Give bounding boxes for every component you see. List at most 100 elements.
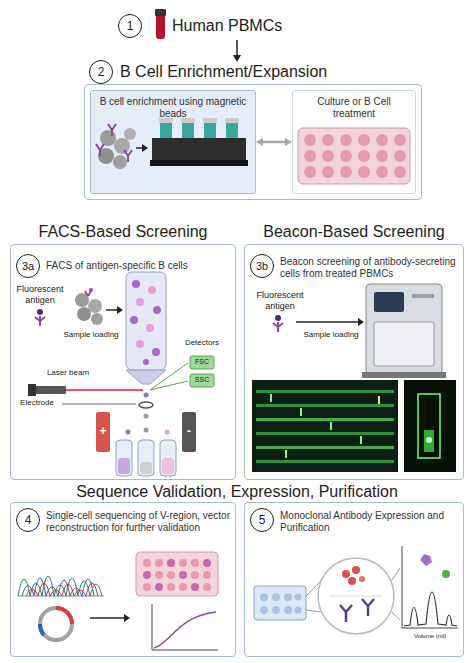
expression-plate [284,606,292,614]
zoom-lines [306,610,320,612]
optofluidic-chip-image [300,408,302,416]
step-description: Culture or B Cell treatment [297,96,411,120]
screening-panel: Beacon-Based ScreeningBeacon screening o… [244,222,464,480]
component-label: Sample loading [60,330,122,340]
screening-panel: FACS-Based ScreeningFACS of antigen-spec… [10,222,236,480]
optofluidic-chip-image [256,446,394,449]
process-box: B cell enrichment using magnetic beads [90,90,256,194]
validation-plate [191,559,199,567]
well-plate [304,166,316,178]
beacon-instrument [362,284,446,378]
optofluidic-chip-image [330,422,332,430]
sample-cells [91,313,103,325]
expression-plate [272,606,280,614]
flow-cell-column [136,340,144,348]
collection-tubes [162,458,174,474]
expression-plate [295,594,302,601]
expression-plate [260,593,268,601]
axis-label: Volume (ml) [400,633,460,640]
step-description: FACS of antigen-specific B cells [46,260,231,272]
pen-image [418,394,440,458]
collection-tubes [116,440,176,476]
purification-circle [352,566,360,574]
fluorescent-antigen-icon [275,315,281,321]
sample-cells [75,288,103,325]
sequencing-chromatogram [22,578,94,596]
component-label: Laser beam [40,368,96,378]
step-panel: Single-cell sequencing of V-region, vect… [10,502,236,657]
laser [34,386,66,394]
loading-arrow [117,306,123,314]
flow-cell-column [148,286,156,294]
scatter-lines [150,381,188,390]
collection-tubes [160,440,176,476]
binding-curve [152,604,218,650]
optofluidic-chip-image [360,436,362,444]
validation-plate [167,559,175,567]
cell-cluster [108,124,116,136]
flow-cell-column [130,316,138,324]
flow-cell-column [132,280,140,288]
validation-plate [179,571,187,579]
blood-tube [155,9,166,39]
step-number: 3a [17,255,39,277]
detector-boxes [190,356,214,387]
connector [262,141,286,144]
optofluidic-chip-image [378,396,380,404]
purification-circle [318,558,394,634]
flow-arrow [136,144,148,152]
component-label: Fluorescent antigen [252,290,308,312]
well-plate [340,134,352,146]
zoom-lines [392,612,400,620]
well-plate [322,150,334,162]
validation-plate [167,583,175,591]
magnetic-rack [152,138,246,160]
well-plate [394,134,406,146]
validation-plate [155,559,163,567]
step-group: Human PBMCs1 [115,12,290,40]
binding-curve [154,612,216,648]
zoom-lines [392,568,400,580]
magnetic-rack [150,118,248,166]
expression-plate [254,586,306,620]
validation-plate [143,583,151,591]
polarity-sign: - [182,423,196,439]
validation-plate [203,559,211,567]
flow-arrow [90,617,124,619]
well-plate [358,134,370,146]
droplets [144,414,149,419]
droplets [165,430,170,435]
fluorescent-antigen-icon [273,322,283,332]
optofluidic-chip-image [270,394,272,402]
optofluidic-chip-image [252,380,398,472]
scatter-lines [150,363,188,390]
arrow-head [285,138,292,146]
fluorescent-antigen-icon [35,309,45,326]
step-description: Beacon screening of antibody-secreting c… [280,256,458,280]
process-box: Culture or B Cell treatment [292,90,416,194]
step-description: B cell enrichment using magnetic beads [95,96,251,120]
validation-plate [179,559,187,567]
expression-plate [295,607,302,614]
purification-circle [359,576,365,582]
step-number-circle: 4 [16,508,40,532]
cell-cluster [114,138,130,154]
loading-arrow [358,318,364,326]
step-section: B Cell Enrichment/Expansion2B cell enric… [84,62,422,200]
loading-arrow [106,309,118,311]
well-plate [358,150,370,162]
optofluidic-chip-image [256,404,394,407]
flow-cell-column [126,272,166,384]
sequencing-chromatogram [18,576,102,596]
purification-chromatogram [420,554,432,566]
step-description: Monoclonal Antibody Expression and Purif… [280,510,458,534]
fluorescent-antigen-icon [273,315,283,332]
collection-tubes [116,440,132,476]
plasmid-vector [40,608,72,640]
beacon-instrument [362,372,446,378]
flow-cell-column [126,272,166,370]
well-plate [376,166,388,178]
flow-cell-column [126,370,166,384]
detector-label: FSC [190,358,214,366]
cell-cluster [113,155,127,169]
